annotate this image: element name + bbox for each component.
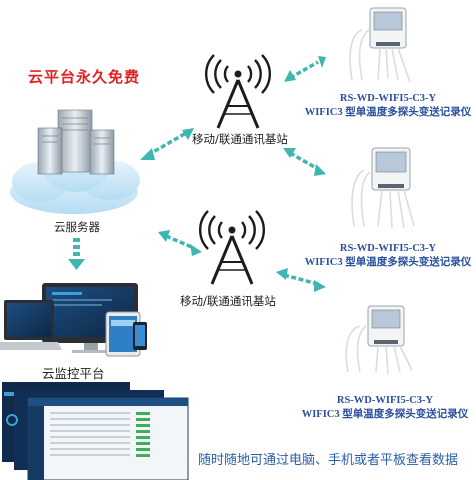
tower-label-top: 移动/联通通讯基站 [192, 132, 288, 146]
server-label: 云服务器 [54, 220, 100, 234]
arrow-server-to-monitor [68, 238, 85, 270]
device-desc-1: WIFIC3 型单温度多探头变送记录仪 [304, 107, 472, 118]
device-icon-2 [351, 147, 415, 229]
tower-icon-bottom [198, 210, 266, 285]
device-icon-3 [345, 305, 413, 375]
double-arrows [147, 60, 319, 286]
device-desc-3: WIFIC3 型单温度多探头变送记录仪 [301, 409, 469, 420]
device-label-3: RS-WD-WIFI5-C3-Y WIFIC3 型单温度多探头变送记录仪 [294, 394, 476, 422]
monitoring-devices-icon [0, 283, 147, 357]
promo-title: 云平台永久免费 [28, 68, 141, 86]
bottom-caption: 随时随地可通过电脑、手机或者平板查看数据 [198, 453, 459, 468]
device-icon-1 [349, 7, 411, 83]
device-model-2: RS-WD-WIFI5-C3-Y [339, 243, 437, 254]
device-model-3: RS-WD-WIFI5-C3-Y [336, 395, 434, 406]
tower-label-bottom: 移动/联通通讯基站 [180, 294, 276, 308]
device-label-2: RS-WD-WIFI5-C3-Y WIFIC3 型单温度多探头变送记录仪 [300, 242, 476, 270]
arrow-heads [140, 56, 326, 292]
device-label-1: RS-WD-WIFI5-C3-Y WIFIC3 型单温度多探头变送记录仪 [300, 92, 476, 120]
dashboard-screens-image [2, 382, 189, 480]
cloud-server-icon [10, 109, 140, 214]
device-model-1: RS-WD-WIFI5-C3-Y [339, 93, 437, 104]
monitor-label: 云监控平台 [42, 366, 105, 381]
device-desc-2: WIFIC3 型单温度多探头变送记录仪 [304, 257, 472, 268]
tower-icon-top [204, 54, 272, 129]
